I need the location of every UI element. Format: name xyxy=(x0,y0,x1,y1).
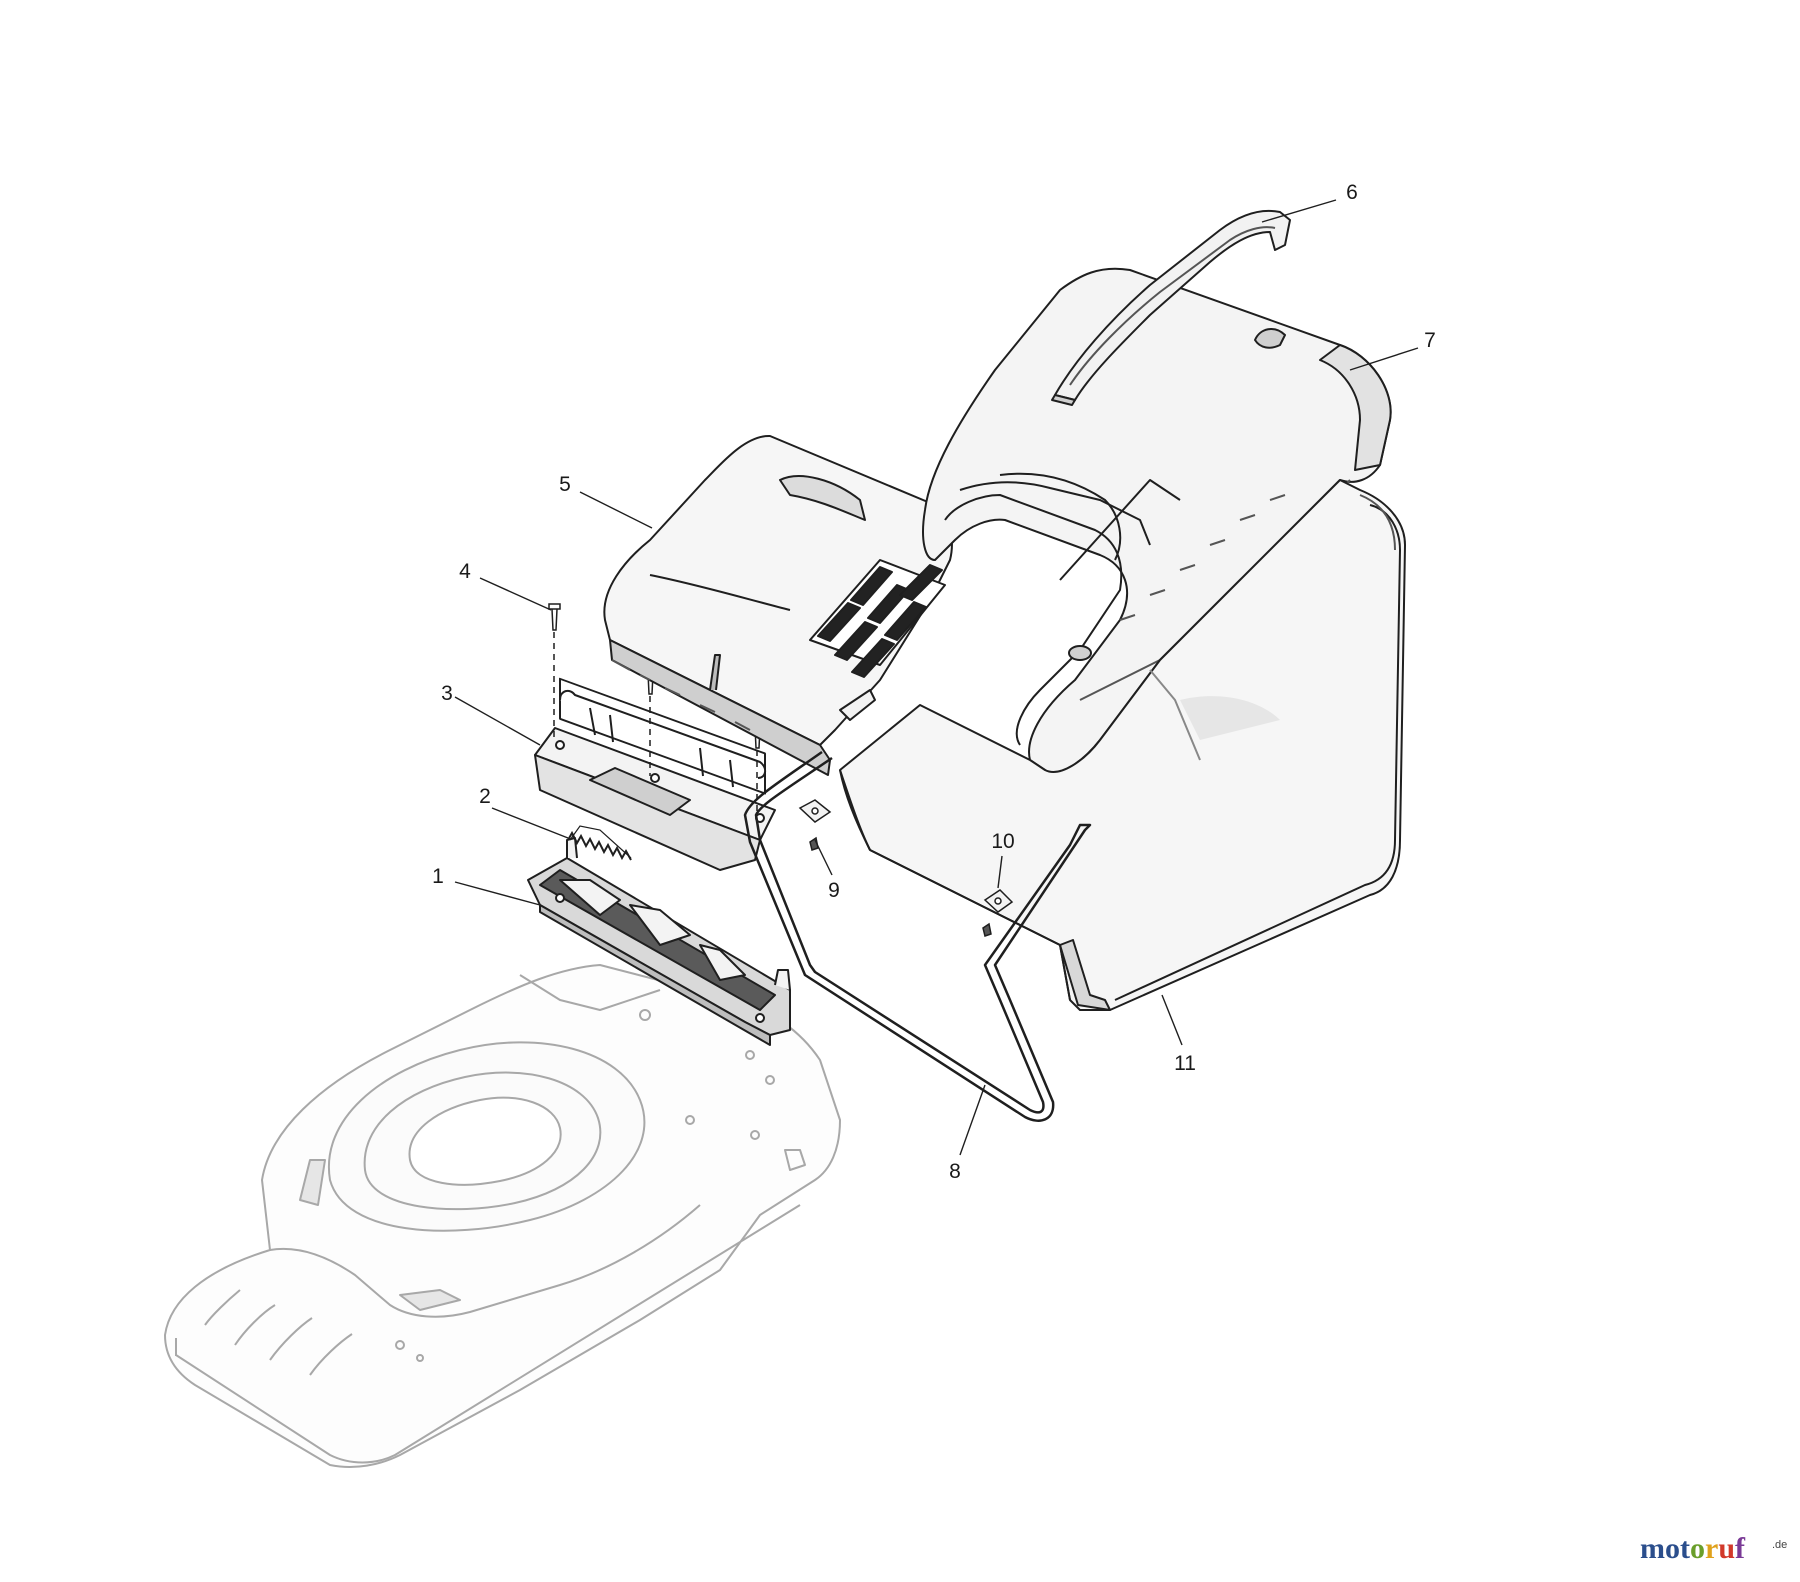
watermark-suffix: .de xyxy=(1772,1539,1787,1551)
callout-6: 6 xyxy=(1346,181,1358,204)
callout-11: 11 xyxy=(1174,1052,1196,1075)
leader-8 xyxy=(959,1084,986,1156)
leader-9 xyxy=(814,839,833,876)
watermark-letter: o xyxy=(1690,1532,1705,1565)
callout-9: 9 xyxy=(828,879,840,902)
callout-3: 3 xyxy=(441,682,453,705)
part-8-bag-frame xyxy=(743,750,1092,1122)
callout-5: 5 xyxy=(559,473,571,496)
leader-4 xyxy=(479,577,552,611)
callout-8: 8 xyxy=(949,1160,961,1183)
part-9-clip xyxy=(798,799,832,851)
leader-2 xyxy=(491,807,569,839)
part-1-mounting-base xyxy=(527,837,791,1046)
callout-4: 4 xyxy=(459,560,471,583)
callout-1: 1 xyxy=(432,865,444,888)
part-2-spring xyxy=(567,825,632,861)
part-3-flap xyxy=(534,677,776,871)
watermark-text: motoruf xyxy=(1640,1532,1746,1565)
leader-3 xyxy=(454,696,541,746)
mower-deck xyxy=(164,964,841,1468)
callout-10: 10 xyxy=(991,830,1014,853)
watermark-letter: f xyxy=(1735,1532,1746,1565)
part-5-top-cover xyxy=(603,434,953,776)
leader-5 xyxy=(579,491,653,529)
watermark-letter: u xyxy=(1718,1532,1735,1565)
watermark-logo: motoruf .de xyxy=(1640,1532,1787,1565)
callout-2: 2 xyxy=(479,785,491,808)
watermark-letter: r xyxy=(1705,1532,1718,1565)
callout-labels: 1 2 3 4 5 6 7 8 9 10 11 xyxy=(432,181,1436,1183)
watermark-letter: m xyxy=(1640,1532,1665,1565)
leader-lines xyxy=(454,199,1419,1156)
part-10-clip xyxy=(982,889,1014,937)
leader-11 xyxy=(1161,994,1183,1046)
part-11-grass-bag xyxy=(839,479,1406,1011)
callout-7: 7 xyxy=(1424,329,1436,352)
leader-10 xyxy=(997,855,1003,889)
leader-7 xyxy=(1349,347,1419,371)
leader-6 xyxy=(1261,199,1337,223)
watermark-letter: o xyxy=(1665,1532,1680,1565)
watermark-letter: t xyxy=(1680,1532,1690,1565)
leader-1 xyxy=(454,881,541,906)
part-6-handle-grip xyxy=(1051,209,1291,406)
